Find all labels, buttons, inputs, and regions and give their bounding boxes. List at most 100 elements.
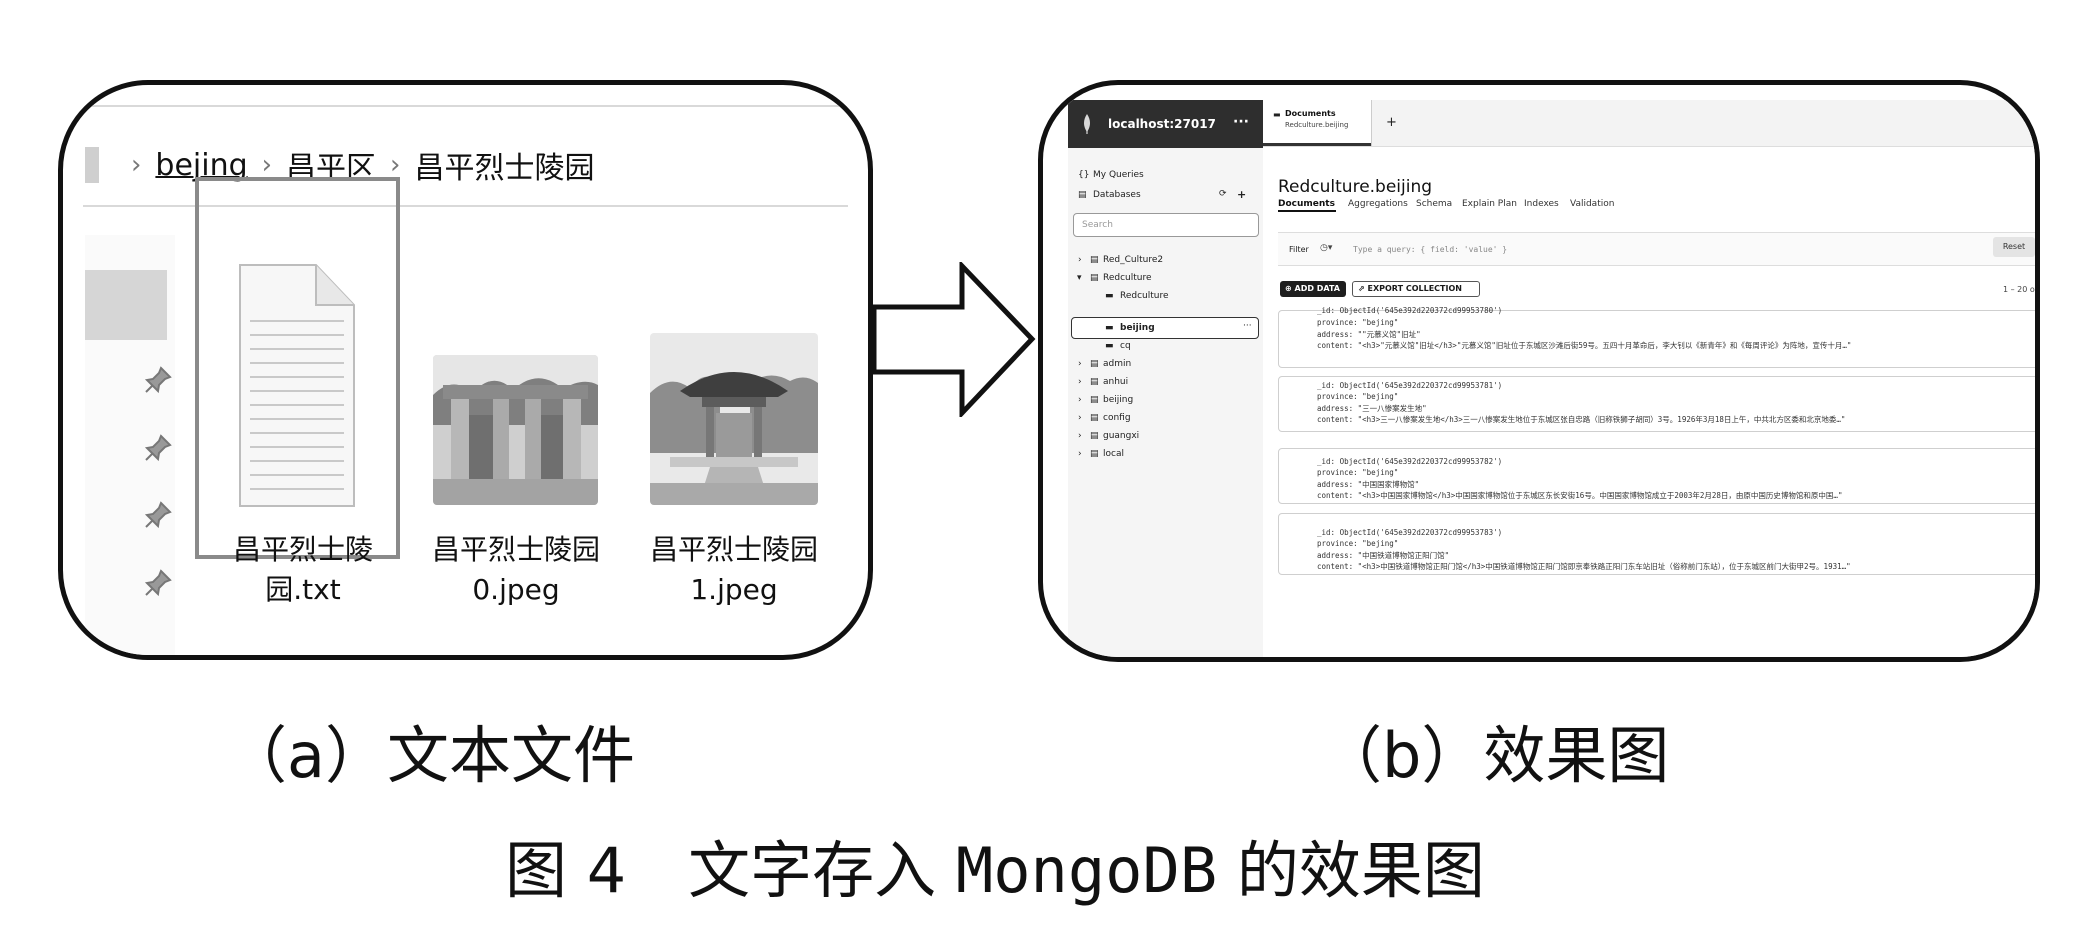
- caption-a: （a）文本文件: [225, 719, 635, 792]
- top-divider: [83, 105, 848, 107]
- doc-province: province: "bejing": [1317, 318, 1399, 327]
- sidebar-my-queries[interactable]: My Queries: [1093, 170, 1144, 180]
- chevron-right-icon[interactable]: ›: [1078, 359, 1082, 369]
- figure-caption-mongodb: MongoDB: [955, 834, 1218, 907]
- subtab-validation[interactable]: Validation: [1570, 199, 1615, 209]
- chevron-right-icon[interactable]: ›: [1078, 431, 1082, 441]
- chevron-right-icon[interactable]: ›: [1078, 255, 1082, 265]
- sidebar-item-redculture[interactable]: Redculture: [1103, 273, 1152, 283]
- chevron-right-icon[interactable]: ›: [1078, 413, 1082, 423]
- subtab-aggregations[interactable]: Aggregations: [1348, 199, 1408, 209]
- sidebar-item-beijing[interactable]: beijing: [1103, 395, 1134, 405]
- chevron-right-icon: ›: [131, 150, 142, 180]
- connection-header[interactable]: localhost:27017 ···: [1068, 100, 1263, 148]
- file-name-line2: 0.jpeg: [472, 573, 560, 606]
- query-bar: [1278, 232, 2035, 266]
- breadcrumb-item[interactable]: bejing: [155, 147, 248, 183]
- connection-host: localhost:27017: [1108, 117, 1216, 131]
- nav-pane-selected-item[interactable]: [85, 270, 167, 340]
- doc-content: content: "<h3>三一八惨案发生地</h3>三一八惨案发生地位于东城区…: [1317, 415, 1846, 424]
- sidebar-item-guangxi[interactable]: guangxi: [1103, 431, 1140, 441]
- selected-file-frame[interactable]: [195, 177, 400, 559]
- doc-id: _id: ObjectId('645e392d220372cd99953780'…: [1317, 306, 1503, 315]
- doc-content: content: "<h3>"元慕义馆"旧址</h3>"元慕义馆"旧址位于东城区…: [1317, 341, 1852, 350]
- clock-icon[interactable]: ◷▾: [1320, 243, 1333, 253]
- folder-icon: ▬: [1105, 323, 1114, 333]
- image-thumbnail[interactable]: [433, 355, 598, 505]
- pin-icon: [144, 569, 172, 597]
- database-icon: ▤: [1090, 395, 1099, 405]
- file-name-txt[interactable]: 昌平烈士陵园.txt: [232, 533, 373, 606]
- doc-content: content: "<h3>中国国家博物馆</h3>中国国家博物馆位于东城区东长…: [1317, 491, 1843, 500]
- curly-braces-icon: {}: [1078, 170, 1090, 180]
- breadcrumb-item[interactable]: 昌平烈士陵园: [414, 151, 595, 186]
- active-subtab-indicator: [1278, 210, 1336, 212]
- compass-panel: localhost:27017 ··· {} My Queries ▤ Data…: [1038, 80, 2040, 662]
- file-name-jpeg-1[interactable]: 昌平烈士陵园 1.jpeg: [629, 530, 839, 610]
- chevron-right-icon[interactable]: ›: [1078, 449, 1082, 459]
- database-icon: ▤: [1090, 255, 1099, 265]
- sidebar-databases[interactable]: Databases: [1093, 190, 1141, 200]
- database-icon: ▤: [1090, 449, 1099, 459]
- folder-icon: ▬: [1105, 341, 1114, 351]
- refresh-icon[interactable]: ⟳: [1219, 189, 1227, 199]
- file-name-line1: 昌平烈士陵园: [649, 533, 818, 566]
- sidebar-collection-beijing[interactable]: beijing: [1120, 323, 1155, 333]
- sidebar-item-red-culture2[interactable]: Red_Culture2: [1103, 255, 1164, 265]
- export-collection-button[interactable]: ⇗ EXPORT COLLECTION: [1352, 281, 1480, 297]
- folder-icon: ▬: [1273, 110, 1281, 119]
- document-card[interactable]: _id: ObjectId('645e392d220372cd99953781'…: [1278, 376, 2035, 432]
- sidebar-item-config[interactable]: config: [1103, 413, 1131, 423]
- doc-id: _id: ObjectId('645e392d220372cd99953782'…: [1317, 457, 1503, 466]
- doc-province: province: "bejing": [1317, 539, 1399, 548]
- sidebar-collection-redculture[interactable]: Redculture: [1120, 291, 1169, 301]
- database-icon: ▤: [1090, 273, 1099, 283]
- document-card[interactable]: _id: ObjectId('645e392d220372cd99953782'…: [1278, 448, 2035, 504]
- sidebar: [1068, 100, 1263, 657]
- pin-icon: [144, 501, 172, 529]
- image-thumbnail[interactable]: [650, 333, 818, 505]
- database-icon: ▤: [1090, 413, 1099, 423]
- reset-button[interactable]: Reset: [1993, 237, 2035, 257]
- doc-address: address: "中国国家博物馆": [1317, 480, 1420, 489]
- doc-id: _id: ObjectId('645e392d220372cd99953781'…: [1317, 381, 1503, 390]
- pin-icon: [144, 434, 172, 462]
- chevron-down-icon[interactable]: ▾: [1077, 273, 1082, 283]
- sidebar-collection-cq[interactable]: cq: [1120, 341, 1131, 351]
- subtab-indexes[interactable]: Indexes: [1524, 199, 1559, 209]
- subtab-explain-plan[interactable]: Explain Plan: [1462, 199, 1517, 209]
- subtab-documents[interactable]: Documents: [1278, 199, 1335, 209]
- add-data-button[interactable]: ⊕ ADD DATA ▾: [1280, 281, 1346, 309]
- chevron-right-icon: ›: [261, 150, 273, 180]
- add-data-label: ADD DATA: [1294, 284, 1341, 293]
- back-stub: [85, 147, 99, 183]
- sidebar-search-input[interactable]: Search: [1073, 213, 1259, 237]
- active-tab-indicator: [1263, 143, 1371, 146]
- sidebar-item-admin[interactable]: admin: [1103, 359, 1132, 369]
- chevron-right-icon[interactable]: ›: [1078, 395, 1082, 405]
- query-input[interactable]: Type a query: { field: 'value' }: [1353, 245, 1508, 254]
- sidebar-item-local[interactable]: local: [1103, 449, 1124, 459]
- sidebar-item-anhui[interactable]: anhui: [1103, 377, 1129, 387]
- document-card[interactable]: _id: ObjectId('645e392d220372cd99953783'…: [1278, 513, 2035, 575]
- more-options-icon[interactable]: ···: [1233, 114, 1249, 130]
- tab-title: Documents: [1285, 109, 1336, 118]
- figure-caption-suffix: 的效果图: [1217, 834, 1485, 907]
- new-tab-plus-icon[interactable]: +: [1386, 115, 1397, 130]
- doc-address: address: ""元慕义馆"旧址": [1317, 330, 1421, 339]
- file-name-jpeg-0[interactable]: 昌平烈士陵园 0.jpeg: [411, 530, 621, 610]
- sidebar-selected-collection[interactable]: [1071, 317, 1259, 339]
- database-icon: ▤: [1090, 377, 1099, 387]
- figure-caption: 图 4 文字存入 MongoDB 的效果图: [505, 820, 1485, 910]
- doc-id: _id: ObjectId('645e392d220372cd99953783'…: [1317, 528, 1503, 537]
- add-database-icon[interactable]: +: [1237, 188, 1247, 201]
- tab-documents[interactable]: ▬ Documents Redculture.beijing: [1263, 100, 1372, 146]
- file-explorer-panel: › bejing › 昌平区 › 昌平烈士陵园 昌平烈士陵园.txt: [58, 80, 873, 660]
- more-options-icon[interactable]: ···: [1243, 321, 1252, 331]
- chevron-right-icon[interactable]: ›: [1078, 377, 1082, 387]
- filter-label: Filter: [1289, 245, 1309, 254]
- subtab-schema[interactable]: Schema: [1416, 199, 1453, 209]
- document-card[interactable]: _id: ObjectId('645e392d220372cd99953780'…: [1278, 306, 2035, 368]
- tab-bar: [1263, 100, 2035, 147]
- doc-address: address: "中国铁道博物馆正阳门馆": [1317, 551, 1450, 560]
